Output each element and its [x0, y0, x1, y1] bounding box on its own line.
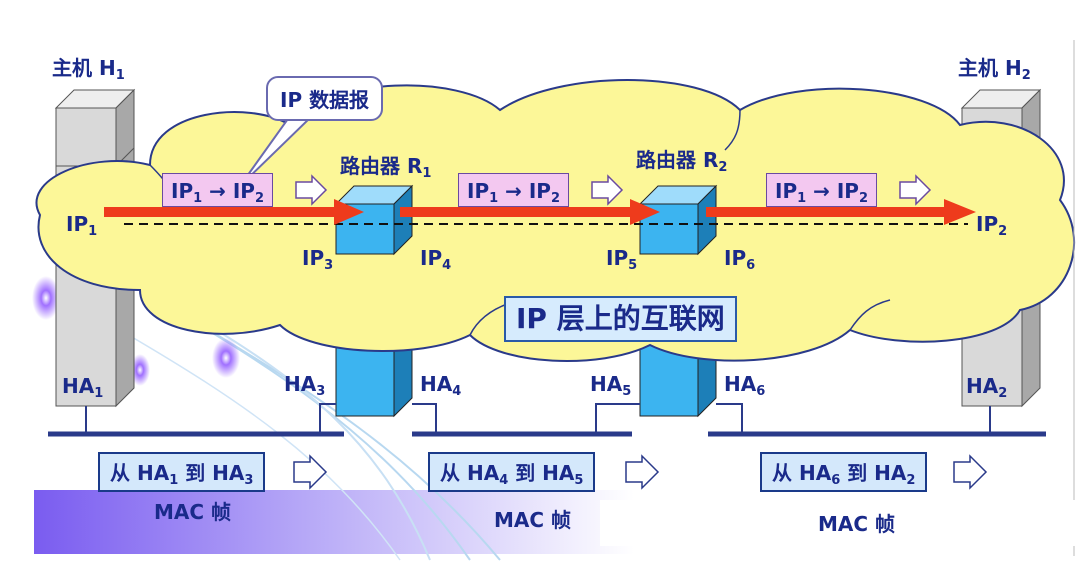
ip-packet-box: IP1 → IP2 [458, 173, 570, 207]
mac-frame-arrowheads [293, 454, 988, 490]
router-r2-ip-right: IP6 [724, 246, 756, 273]
host-h2-label: 主机 H2 [958, 56, 1031, 83]
ip-packet-box: IP1 → IP2 [766, 173, 878, 207]
mac-frame-box: 从 HA6 到 HA2 [760, 452, 928, 492]
decorative-background [32, 276, 634, 561]
router-r2-label: 路由器 R2 [636, 148, 728, 175]
router-r1-ha-right: HA4 [420, 372, 462, 399]
router-r1-label: 路由器 R1 [340, 154, 432, 181]
ip-packet-box: IP1 → IP2 [162, 173, 274, 207]
mac-frame-caption: MAC 帧 [494, 508, 572, 532]
mac-frame-caption: MAC 帧 [818, 512, 896, 536]
white-patch [600, 500, 1076, 546]
router-r1-ip-left: IP3 [302, 246, 334, 273]
mac-frame-box: 从 HA4 到 HA5 [428, 452, 596, 492]
ip-datagram-callout: IP 数据报 [266, 76, 384, 121]
router-r1-ha-left: HA3 [284, 372, 326, 399]
host-h1-ha-label: HA1 [62, 374, 104, 401]
internet-cloud-label: IP 层上的互联网 [504, 296, 737, 342]
router-r2-cube [638, 184, 718, 256]
router-r2-ha-left: HA5 [590, 372, 632, 399]
ip-packet-arrowheads [295, 174, 932, 206]
router-r1-cube [334, 184, 414, 256]
router-r2-ip-left: IP5 [606, 246, 638, 273]
router-r2-ha-right: HA6 [724, 372, 766, 399]
mac-frame-caption: MAC 帧 [154, 500, 232, 524]
router-r1-ip-right: IP4 [420, 246, 452, 273]
host-h2-ip-label: IP2 [976, 212, 1008, 239]
host-h1-label: 主机 H1 [52, 56, 125, 83]
network-segments [48, 403, 1046, 437]
host-h1-ip-label: IP1 [66, 212, 98, 239]
mac-frame-box: 从 HA1 到 HA3 [98, 452, 266, 492]
ip-forwarding-arrows [104, 199, 976, 225]
host-h2-ha-label: HA2 [966, 374, 1008, 401]
